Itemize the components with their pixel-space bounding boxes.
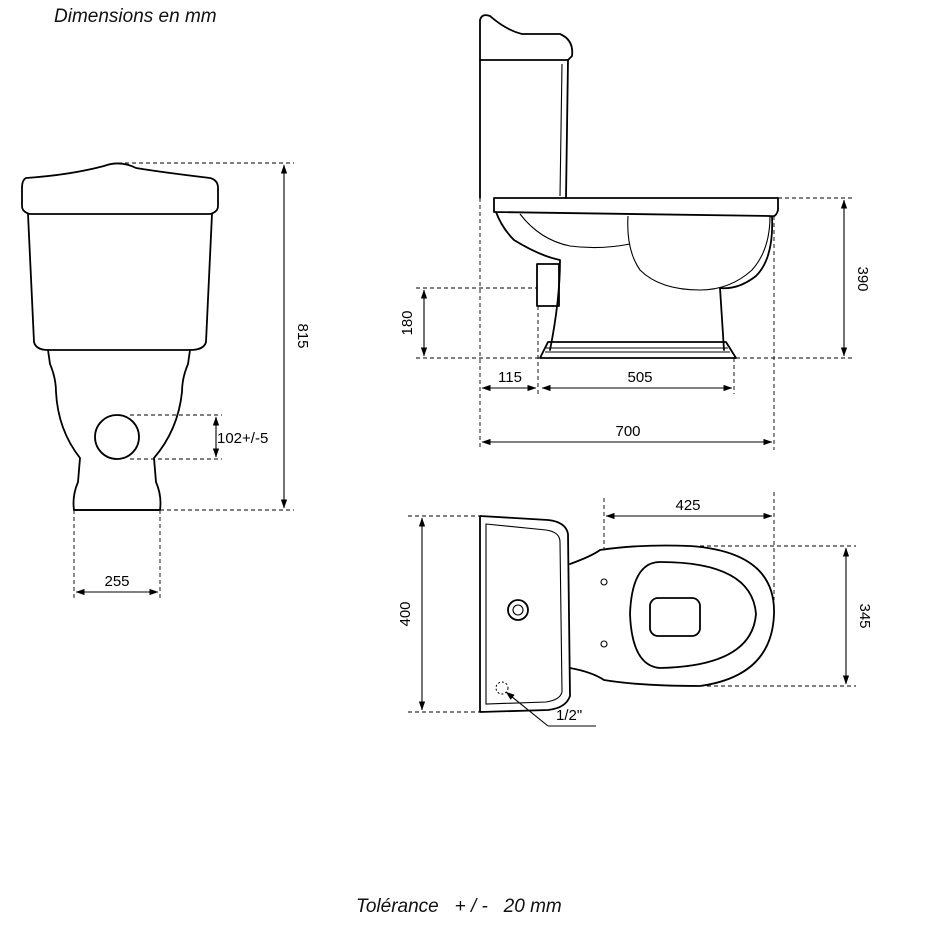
top-flush-button (507, 599, 529, 621)
top-bowl-opening (649, 597, 701, 637)
dim-outlet-diameter: 102+/-5 (217, 430, 268, 447)
top-view (479, 515, 775, 713)
front-tank-body (27, 213, 213, 351)
front-bowl (47, 349, 191, 511)
top-tank-outer (479, 515, 571, 713)
front-tank-lid (21, 162, 219, 215)
tolerance-caption: Tolérance + / - 20 mm (356, 896, 562, 917)
dim-seat-depth: 425 (675, 497, 700, 514)
side-base (539, 341, 737, 359)
side-view (479, 14, 779, 359)
dim-inlet-size: 1/2" (556, 707, 582, 724)
units-caption: Dimensions en mm (54, 6, 217, 27)
side-dimensions: 390 180 115 505 700 (399, 197, 871, 450)
dim-seat-width: 345 (856, 603, 873, 628)
top-tank-inner (485, 523, 563, 705)
side-tank-cap (479, 14, 574, 61)
top-dimensions: 425 345 400 1/2" (397, 492, 873, 727)
side-outlet (536, 263, 560, 307)
top-seat-outer (569, 544, 775, 687)
top-seat-inner (629, 561, 757, 669)
dim-tank-width: 400 (397, 601, 414, 626)
front-outlet-circle (94, 414, 140, 460)
dim-wall-to-outlet: 115 (498, 369, 522, 386)
dim-base-width: 255 (104, 573, 129, 590)
dim-bowl-height: 390 (854, 266, 871, 291)
side-bowl (495, 211, 774, 351)
side-tank-body (479, 59, 569, 199)
front-view (21, 162, 219, 511)
top-inlet-circle (495, 681, 509, 695)
side-seat-rim (493, 197, 779, 218)
dim-outlet-height: 180 (399, 310, 416, 335)
top-bolt-hole (600, 640, 608, 648)
front-dimensions: 815 102+/-5 255 (73, 162, 311, 598)
top-bolt-hole (600, 578, 608, 586)
dim-total-depth: 700 (615, 423, 640, 440)
dim-outlet-to-front: 505 (627, 369, 652, 386)
dim-total-height: 815 (294, 323, 311, 348)
